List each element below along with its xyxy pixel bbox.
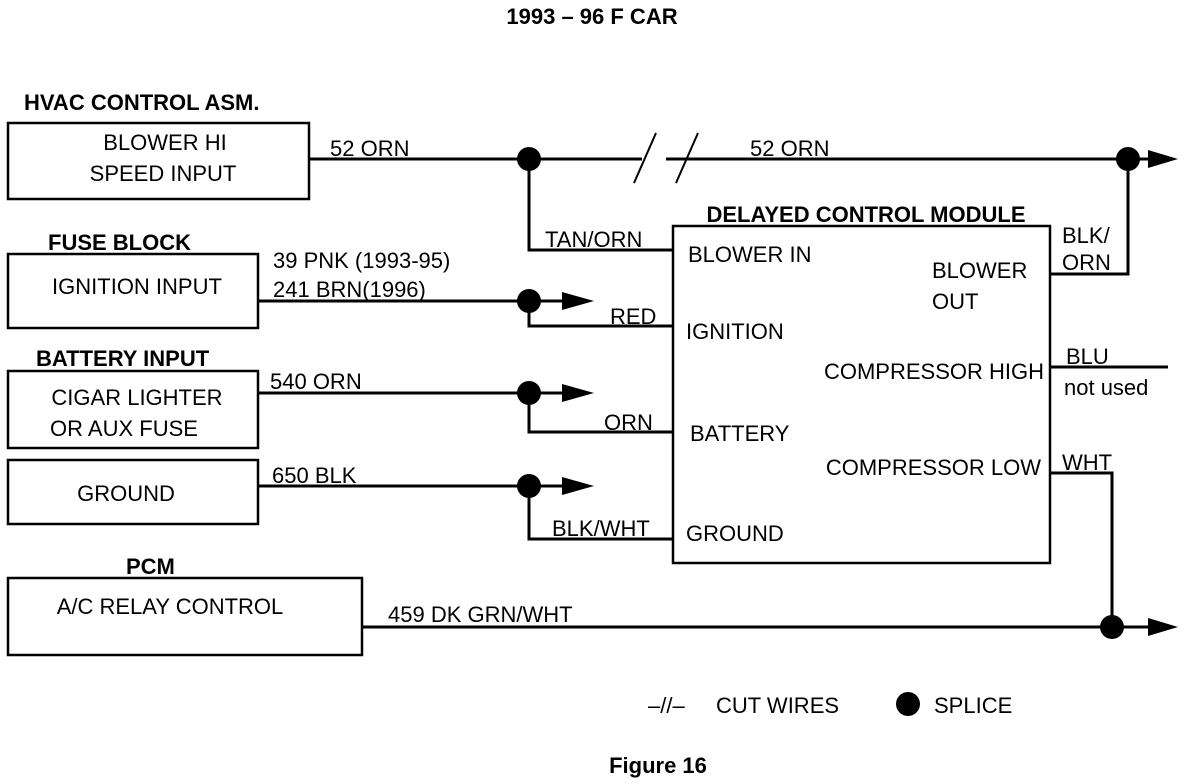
wire-52-orn: 52 ORN 52 ORN [309,132,1178,184]
wire-label-not-used: not used [1064,375,1148,400]
wire-label-540: 540 ORN [270,369,362,394]
wire-label-wht: WHT [1062,450,1112,475]
splice-icon [1100,615,1124,639]
module-blower-in: BLOWER IN [688,242,811,267]
wire-label-blk-orn-1: BLK/ [1062,223,1111,248]
wire-label-blk-wht: BLK/WHT [552,516,650,541]
arrow-icon [562,384,594,402]
battery-header: BATTERY INPUT [36,346,210,371]
module-blower-out-1: BLOWER [932,258,1027,283]
legend: –//– CUT WIRES SPLICE [648,692,1012,718]
battery-label-1: CIGAR LIGHTER [51,385,222,410]
pcm-box: PCM A/C RELAY CONTROL [6,554,364,657]
pcm-header: PCM [126,554,175,579]
wire-label-52-left: 52 ORN [330,136,409,161]
arrow-icon [1148,150,1178,168]
wire-label-blk-orn-2: ORN [1062,250,1111,275]
legend-splice-icon [896,692,920,716]
pcm-label: A/C RELAY CONTROL [57,594,284,619]
arrow-icon [562,477,594,495]
wire-label-459: 459 DK GRN/WHT [388,602,573,627]
hvac-label-1: BLOWER HI [103,130,226,155]
figure-caption: Figure 16 [609,753,707,778]
battery-input-box: BATTERY INPUT CIGAR LIGHTER OR AUX FUSE [6,346,260,450]
wire-label-52-right: 52 ORN [750,136,829,161]
wire-label-39: 39 PNK (1993-95) [273,248,450,273]
module-compressor-high: COMPRESSOR HIGH [824,359,1044,384]
hvac-label-2: SPEED INPUT [90,161,237,186]
module-compressor-low: COMPRESSOR LOW [826,455,1041,480]
fuse-block-box: FUSE BLOCK IGNITION INPUT [6,230,260,330]
delayed-control-module: DELAYED CONTROL MODULE BLOWER IN IGNITIO… [671,202,1052,565]
wire-tan-orn: TAN/ORN [527,159,673,252]
wire-label-red: RED [610,304,656,329]
wire-blu: BLU not used [1050,344,1168,400]
legend-splice-label: SPLICE [934,693,1012,718]
wire-label-blu: BLU [1066,344,1109,369]
hvac-header: HVAC CONTROL ASM. [24,90,259,115]
fuse-label: IGNITION INPUT [52,274,222,299]
wire-label-650: 650 BLK [272,463,357,488]
module-ground: GROUND [686,521,784,546]
wire-blk-orn: BLK/ ORN [1050,159,1130,276]
module-battery: BATTERY [690,421,790,446]
ground-label: GROUND [77,481,175,506]
cut-mark [633,132,657,184]
ground-box: GROUND [6,458,260,526]
hvac-control-box: HVAC CONTROL ASM. BLOWER HI SPEED INPUT [6,90,311,201]
arrow-icon [562,292,594,310]
wire-label-241: 241 BRN(1996) [273,277,426,302]
arrow-icon [1148,618,1178,636]
diagram-title: 1993 – 96 F CAR [506,4,677,29]
wire-label-tan-orn: TAN/ORN [545,227,642,252]
battery-label-2: OR AUX FUSE [50,416,198,441]
wire-459: 459 DK GRN/WHT [362,602,1178,639]
legend-cut-symbol: –//– [648,693,685,718]
wire-wht: WHT [1050,450,1114,627]
fuse-header: FUSE BLOCK [48,230,191,255]
cut-mark [675,132,699,184]
wire-ignition: 39 PNK (1993-95) 241 BRN(1996) RED [258,248,673,329]
module-ignition: IGNITION [686,319,784,344]
legend-cut-label: CUT WIRES [716,693,839,718]
wire-battery: 540 ORN ORN [258,369,673,435]
wire-ground: 650 BLK BLK/WHT [258,463,673,541]
module-blower-out-2: OUT [932,289,978,314]
wire-label-orn: ORN [604,410,653,435]
module-title: DELAYED CONTROL MODULE [706,202,1025,227]
